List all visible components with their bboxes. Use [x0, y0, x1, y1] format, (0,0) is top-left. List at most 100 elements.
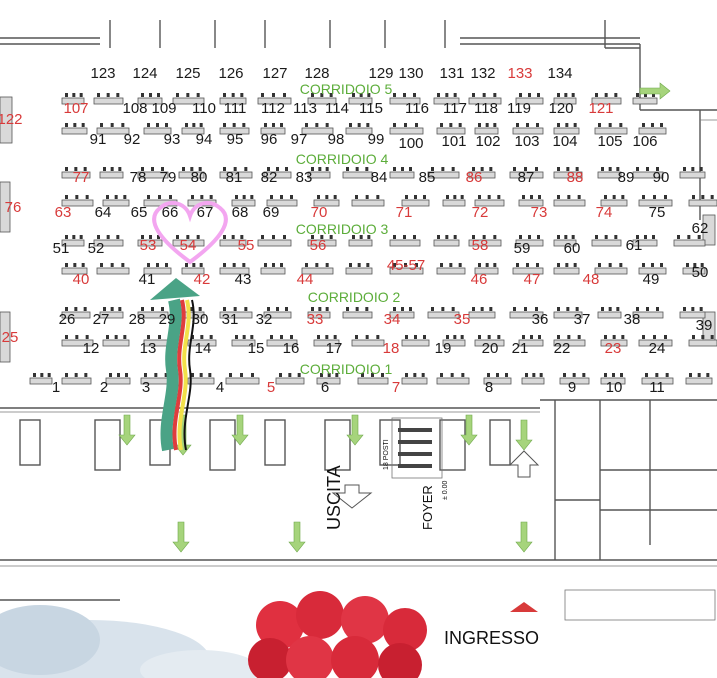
booth-16: 16: [283, 340, 300, 357]
booth-82: 82: [261, 169, 278, 186]
booth-6: 6: [321, 379, 329, 396]
booth-51: 51: [53, 240, 70, 257]
chair: [196, 93, 200, 97]
chair: [577, 335, 581, 339]
chair: [619, 123, 623, 127]
chair: [526, 123, 529, 127]
chair: [478, 123, 481, 127]
chair: [575, 307, 579, 311]
chair: [687, 235, 691, 239]
booth-40: 40: [73, 271, 90, 288]
chair: [453, 195, 457, 199]
exhibitor-table: [559, 377, 590, 385]
chair: [535, 167, 538, 171]
exhibitor-table: [61, 311, 91, 319]
uscita-label: USCITA: [324, 465, 344, 530]
chair: [636, 307, 639, 311]
chair: [116, 235, 120, 239]
booth-108: 108: [122, 100, 147, 117]
exhibitor-table: [61, 171, 91, 179]
chair: [636, 235, 639, 239]
chair: [164, 373, 168, 377]
chair: [65, 123, 68, 127]
chair: [186, 235, 190, 239]
foyer-label: FOYER: [420, 485, 435, 530]
exhibitor-table: [345, 127, 373, 135]
chair: [240, 235, 244, 239]
exhibitor-table: [673, 239, 706, 247]
exhibitor-table: [351, 199, 385, 207]
chair: [144, 373, 147, 377]
exhibitor-table: [342, 171, 373, 179]
chair: [437, 235, 440, 239]
exhibitor-table: [93, 239, 124, 247]
chair: [244, 167, 248, 171]
chair: [393, 123, 396, 127]
chair: [461, 373, 465, 377]
booth-2: 2: [100, 379, 108, 396]
chair: [233, 167, 237, 171]
chair: [573, 123, 577, 127]
chair: [165, 123, 168, 127]
exhibitor-table: [553, 339, 586, 347]
booth-11: 11: [649, 379, 665, 396]
booth-91: 91: [90, 131, 107, 148]
booth-20: 20: [482, 340, 499, 357]
chair: [65, 235, 68, 239]
booth-121: 121: [588, 100, 613, 117]
chair: [169, 195, 172, 199]
exhibitor-table: [591, 97, 622, 105]
chair: [524, 307, 527, 311]
chair: [190, 167, 194, 171]
chair: [317, 195, 320, 199]
exhibitor-table: [137, 239, 163, 247]
chair: [283, 235, 286, 239]
top-wall: [0, 20, 717, 220]
booth-62: 62: [692, 220, 709, 237]
exhibitor-table: [225, 377, 260, 385]
booth-25: 25: [2, 329, 19, 346]
exhibitor-table: [102, 339, 130, 347]
chair: [557, 195, 560, 199]
chair: [431, 167, 434, 171]
chair: [223, 263, 226, 267]
chair: [537, 93, 540, 97]
chair: [315, 123, 319, 127]
chair: [325, 335, 329, 339]
chair: [320, 235, 324, 239]
booth-60: 60: [564, 240, 581, 257]
chair: [305, 263, 308, 267]
booth-106: 106: [632, 133, 657, 150]
exhibitor-table: [474, 267, 499, 275]
exhibitor-table: [61, 267, 88, 275]
chair: [240, 373, 243, 377]
chair: [497, 335, 501, 339]
chair: [376, 335, 380, 339]
chair: [199, 373, 203, 377]
chair: [414, 195, 417, 199]
exhibitor-table: [219, 127, 250, 135]
chair: [250, 335, 254, 339]
chair: [460, 335, 464, 339]
chair: [450, 373, 454, 377]
chair: [223, 167, 226, 171]
exhibitor-table: [600, 377, 626, 385]
exhibitor-table: [483, 377, 512, 385]
exhibitor-table: [29, 377, 53, 385]
exhibitor-table: [436, 377, 470, 385]
chair: [270, 335, 273, 339]
exhibitor-table: [591, 239, 622, 247]
exhibitor-table: [389, 127, 424, 135]
chair: [644, 235, 647, 239]
chair: [325, 195, 329, 199]
chair: [472, 167, 475, 171]
chair: [272, 263, 275, 267]
chair: [616, 167, 620, 171]
chair: [65, 167, 68, 171]
chair: [567, 335, 571, 339]
chair: [272, 123, 275, 127]
exhibitor-table: [594, 267, 628, 275]
chair: [154, 373, 158, 377]
booth-93: 93: [164, 131, 181, 148]
